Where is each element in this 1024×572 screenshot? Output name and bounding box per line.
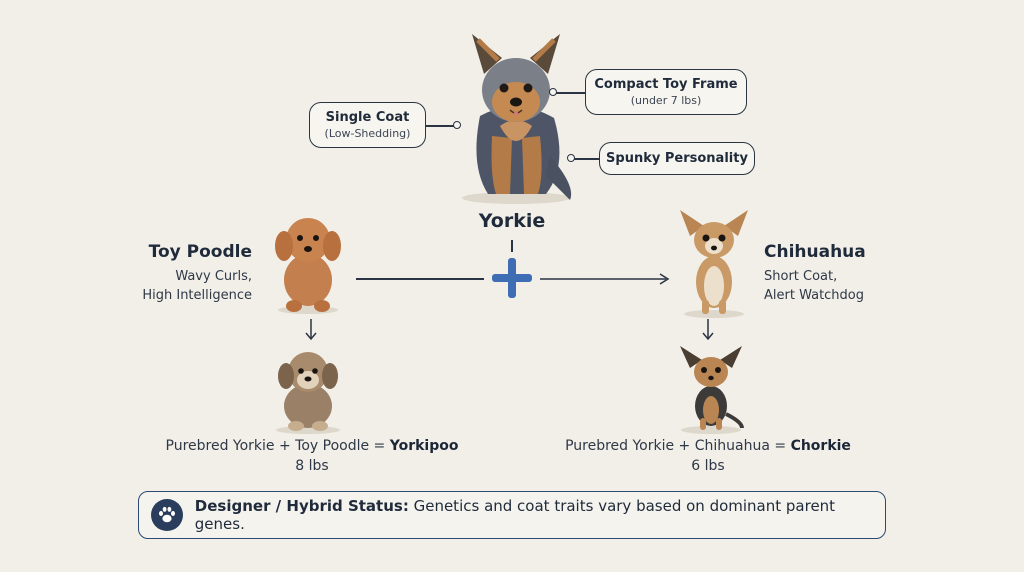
paw-icon (151, 499, 183, 531)
left-connector-line (356, 278, 484, 280)
chihuahua-title: Chihuahua (764, 242, 866, 262)
hybrid-status-banner: Designer / Hybrid Status: Genetics and c… (138, 491, 886, 539)
chorkie-formula: Purebred Yorkie + Chihuahua = (565, 438, 791, 454)
arrow-right-icon (540, 273, 670, 285)
yorkipoo-breed: Yorkipoo (389, 438, 459, 454)
yorkie-label: Yorkie (478, 210, 546, 232)
trait-compact-frame: Compact Toy Frame (under 7 lbs) (585, 69, 747, 115)
trait-main: Single Coat (325, 110, 410, 125)
hybrid-status-body: Genetics and coat traits vary based on d… (194, 497, 836, 533)
connector-dot (549, 88, 557, 96)
chihuahua-desc-line1: Short Coat, (764, 269, 838, 284)
toy-poodle-desc-line2: High Intelligence (142, 288, 252, 303)
yorkie-stem (511, 240, 513, 252)
chorkie-formula-line: Purebred Yorkie + Chihuahua = Chorkie (540, 436, 876, 456)
toy-poodle-desc: Wavy Curls, High Intelligence (110, 267, 252, 305)
yorkipoo-result: Purebred Yorkie + Toy Poodle = Yorkipoo … (140, 436, 484, 476)
connector-dot (567, 154, 575, 162)
trait-single-coat: Single Coat (Low-Shedding) (309, 102, 426, 148)
trait-sub: (Low-Shedding) (324, 127, 411, 140)
hybrid-status-label: Designer / Hybrid Status: (194, 497, 409, 515)
chorkie-weight: 6 lbs (691, 458, 725, 474)
chorkie-image (680, 346, 744, 434)
connector-compact-frame (553, 92, 585, 94)
paw-glyph (158, 506, 175, 523)
yorkipoo-image (276, 352, 340, 434)
chorkie-breed: Chorkie (790, 438, 851, 454)
toy-poodle-desc-line1: Wavy Curls, (175, 269, 252, 284)
trait-spunky: Spunky Personality (599, 142, 755, 175)
hybrid-status-text: Designer / Hybrid Status: Genetics and c… (195, 497, 885, 533)
trait-sub: (under 7 lbs) (630, 94, 702, 107)
chihuahua-desc-line2: Alert Watchdog (764, 288, 865, 303)
trait-main: Spunky Personality (606, 151, 748, 166)
connector-spunky (572, 158, 599, 160)
trait-main: Compact Toy Frame (594, 77, 738, 92)
arrow-down-icon (305, 319, 317, 341)
arrow-down-icon (702, 319, 714, 341)
connector-single-coat (426, 125, 456, 127)
plus-icon (492, 258, 532, 298)
yorkipoo-weight: 8 lbs (295, 458, 329, 474)
yorkipoo-formula: Purebred Yorkie + Toy Poodle = (165, 438, 390, 454)
toy-poodle-image (275, 218, 341, 314)
connector-dot (453, 121, 461, 129)
yorkipoo-formula-line: Purebred Yorkie + Toy Poodle = Yorkipoo (140, 436, 484, 456)
chihuahua-image (680, 210, 748, 318)
chorkie-result: Purebred Yorkie + Chihuahua = Chorkie 6 … (540, 436, 876, 476)
chihuahua-desc: Short Coat, Alert Watchdog (764, 267, 914, 305)
toy-poodle-title: Toy Poodle (148, 242, 252, 262)
yorkie-image (462, 34, 572, 204)
